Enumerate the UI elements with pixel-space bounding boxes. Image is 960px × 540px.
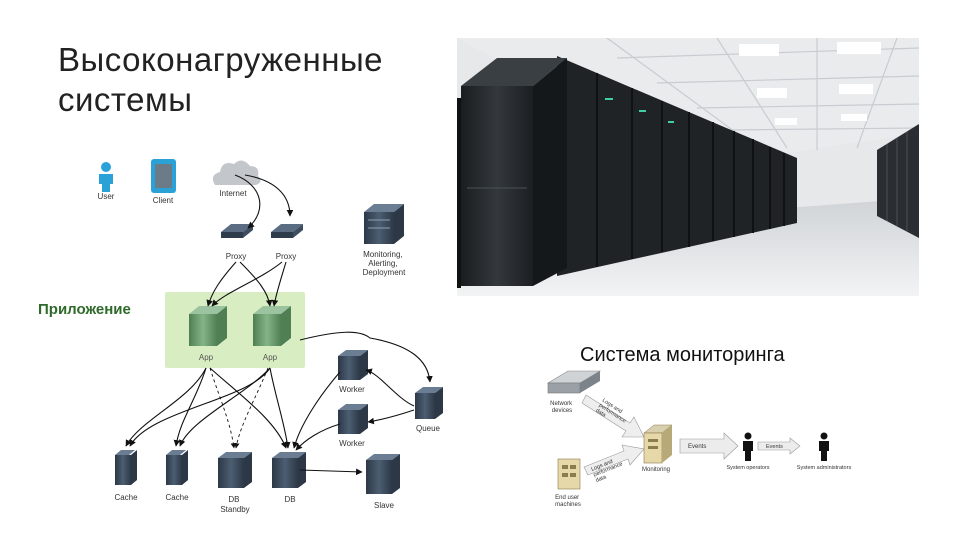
left-rack-row <box>557 56 797 276</box>
logs-arrow-1: Logs and performance data <box>581 394 645 438</box>
app-label-1: App <box>199 353 214 362</box>
monitoring-server-icon <box>364 204 404 244</box>
logs-arrow-2: Logs and performance data <box>583 444 645 484</box>
app-label-2: App <box>263 353 278 362</box>
rack-leds <box>605 98 674 123</box>
app-server-icon-1 <box>189 306 227 346</box>
rack-dividers <box>596 73 785 267</box>
svg-text:Events: Events <box>766 444 783 450</box>
events-arrow-2: Events <box>757 437 801 455</box>
events-arrow-1: Events <box>679 432 739 460</box>
queue-label: Queue <box>416 424 441 433</box>
user-icon <box>99 162 113 192</box>
person-icon-operator <box>743 432 753 461</box>
worker-server-icon-2 <box>338 404 368 434</box>
slave-server-icon <box>366 454 400 494</box>
db-label: DB <box>284 495 295 504</box>
app-group-label: Приложение <box>38 301 131 318</box>
client-label: Client <box>153 196 174 205</box>
cache-label-1: Cache <box>114 493 138 502</box>
db-standby-server-icon <box>218 452 252 488</box>
dashed-arrows <box>209 367 269 449</box>
cache-label-2: Cache <box>165 493 189 502</box>
queue-server-icon <box>415 387 443 419</box>
cloud-icon <box>212 160 261 185</box>
proxy-label-1: Proxy <box>226 252 246 261</box>
proxy-label-2: Proxy <box>276 252 296 261</box>
proxy-icon-2 <box>271 224 303 238</box>
internet-label: Internet <box>219 189 247 198</box>
monitoring-system-title: Система мониторинга <box>580 344 785 366</box>
app-server-icon-2 <box>253 306 291 346</box>
network-devices-label: Network devices <box>550 401 574 414</box>
architecture-diagram: Приложение User Client Internet Proxy Pr… <box>38 159 443 514</box>
user-label: User <box>98 192 115 201</box>
worker-label-2: Worker <box>339 439 365 448</box>
system-administrators-label: System administrators <box>797 465 852 471</box>
datacenter-photo <box>457 38 919 296</box>
pc-tower-icon <box>557 458 581 490</box>
system-operators-label: System operators <box>726 465 769 471</box>
ceiling-lights <box>739 42 881 125</box>
db-server-icon <box>272 452 306 488</box>
cache-server-icon-2 <box>166 450 188 485</box>
front-rack <box>461 58 567 286</box>
network-device-icon <box>546 370 602 394</box>
person-icon-admin <box>819 432 829 461</box>
cache-server-icon-1 <box>115 450 137 485</box>
svg-text:Events: Events <box>688 444 706 450</box>
proxy-icon-1 <box>221 224 253 238</box>
tablet-icon <box>151 159 176 193</box>
worker-server-icon-1 <box>338 350 368 380</box>
slide-title: Высоконагруженные системы <box>58 41 384 118</box>
slave-label: Slave <box>374 501 395 510</box>
end-user-machines-label: End user machines <box>555 495 581 508</box>
db-standby-label: DB Standby <box>220 495 249 514</box>
connection-arrows <box>125 174 433 476</box>
monitoring-system-diagram: Система мониторинга Network devices End … <box>546 344 852 508</box>
monitoring-server-icon <box>643 424 673 464</box>
worker-label-1: Worker <box>339 385 365 394</box>
monitoring-node-label: Monitoring <box>642 467 670 473</box>
monitoring-label: Monitoring, Alerting, Deployment <box>363 250 406 277</box>
